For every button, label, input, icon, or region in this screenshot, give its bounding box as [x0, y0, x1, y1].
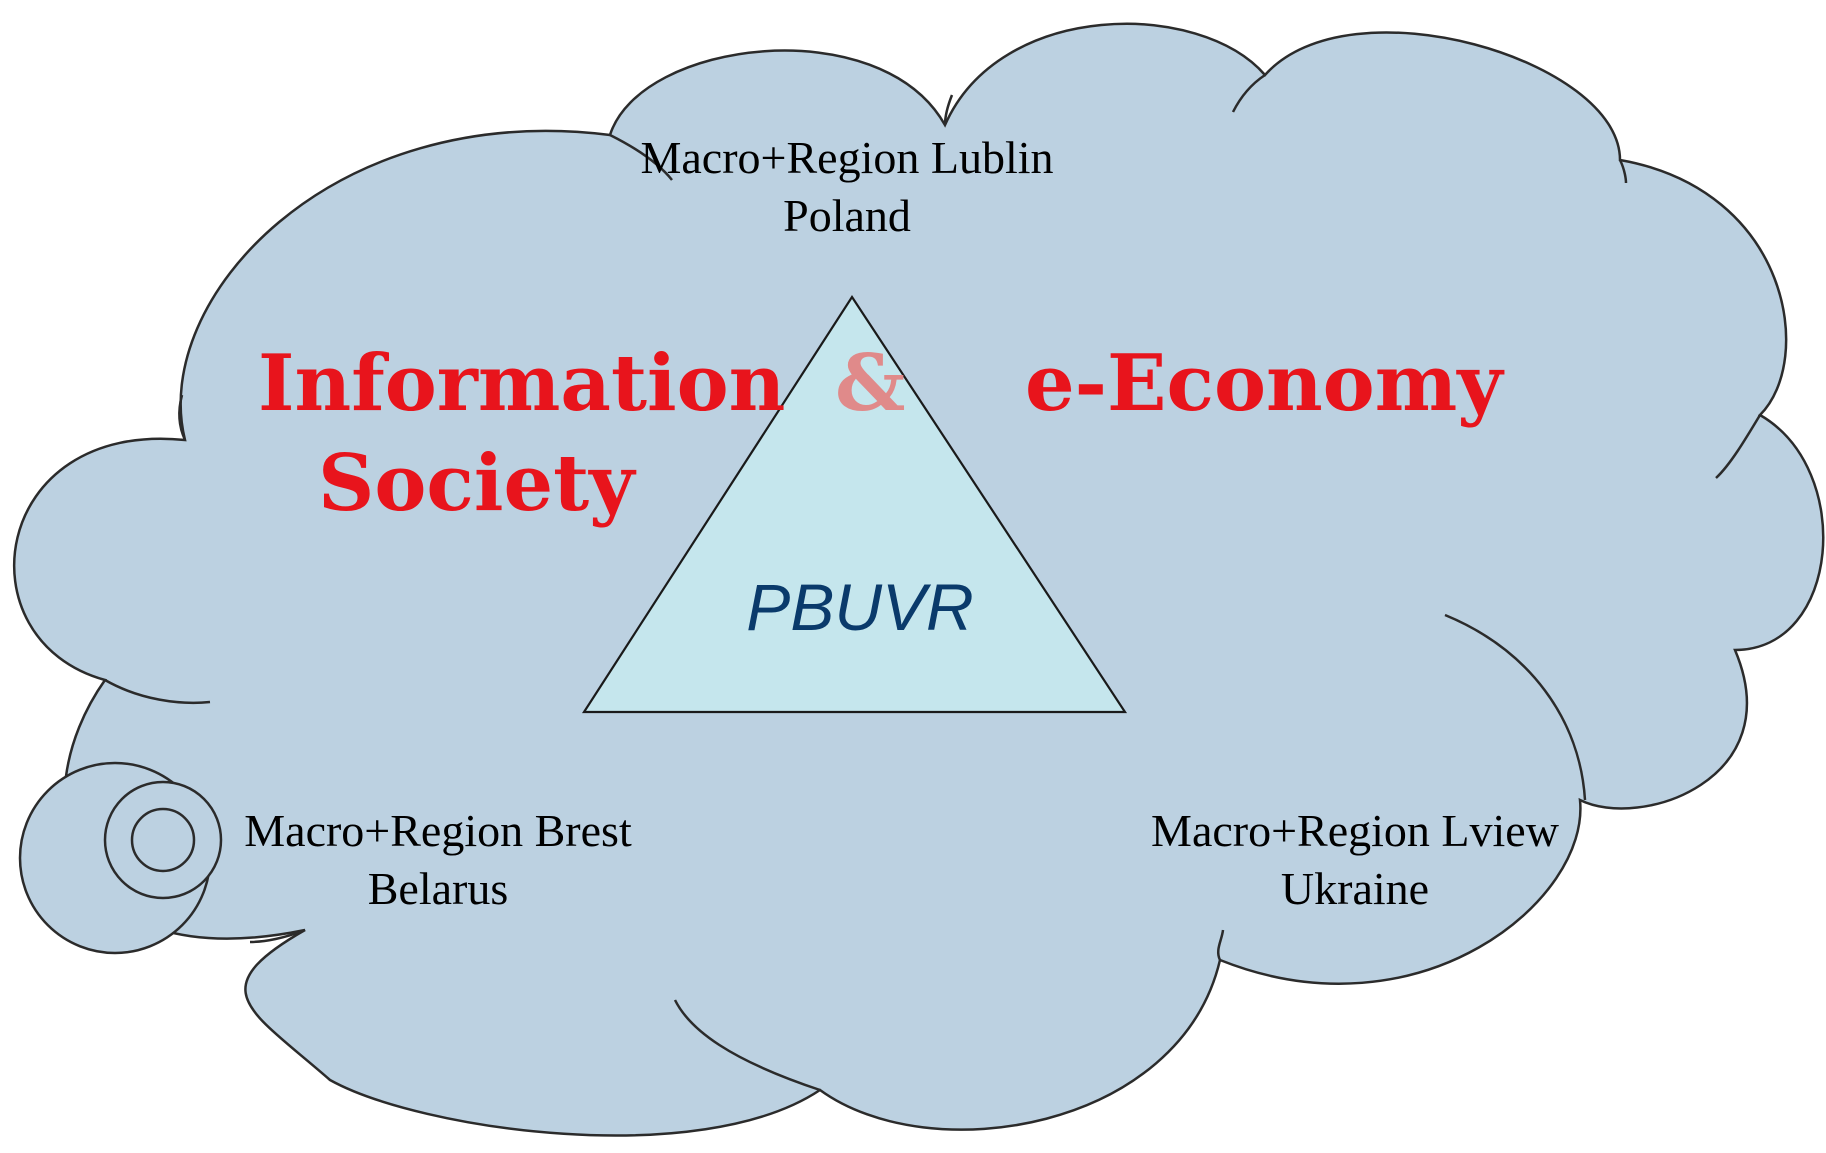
region-top-line2: Poland [783, 190, 911, 241]
cloud-inner-arc [609, 133, 673, 181]
thought-bubbles [18, 761, 223, 955]
cloud-inner-arc [1715, 414, 1762, 479]
cloud-inner-arc [673, 999, 821, 1092]
bubble-small [130, 807, 196, 873]
cloud-inner-arc [1216, 929, 1225, 961]
cloud-inner-arc [1444, 613, 1587, 801]
region-right-line1: Macro+Region Lview [1151, 805, 1560, 856]
region-right-line2: Ukraine [1281, 863, 1429, 914]
region-left-line1: Macro+Region Brest [244, 805, 632, 856]
headline-e-economy: e-Economy [1025, 338, 1505, 429]
cloud-inner-arc [943, 94, 954, 126]
headline-information: Information [258, 338, 785, 429]
cloud-inner-arc [104, 678, 211, 705]
center-label-pbuvr: PBUVR [746, 570, 973, 644]
headline-ampersand: & [835, 338, 905, 429]
cloud-inner-arc [178, 394, 187, 441]
cloud-inner-arc [249, 928, 306, 944]
cloud-inner-arc [1618, 159, 1628, 184]
headline-society: Society [318, 438, 637, 529]
region-left-line2: Belarus [368, 863, 509, 914]
center-triangle [581, 294, 1128, 714]
cloud-inner-arc [1231, 73, 1266, 113]
region-top-line1: Macro+Region Lublin [640, 132, 1053, 183]
